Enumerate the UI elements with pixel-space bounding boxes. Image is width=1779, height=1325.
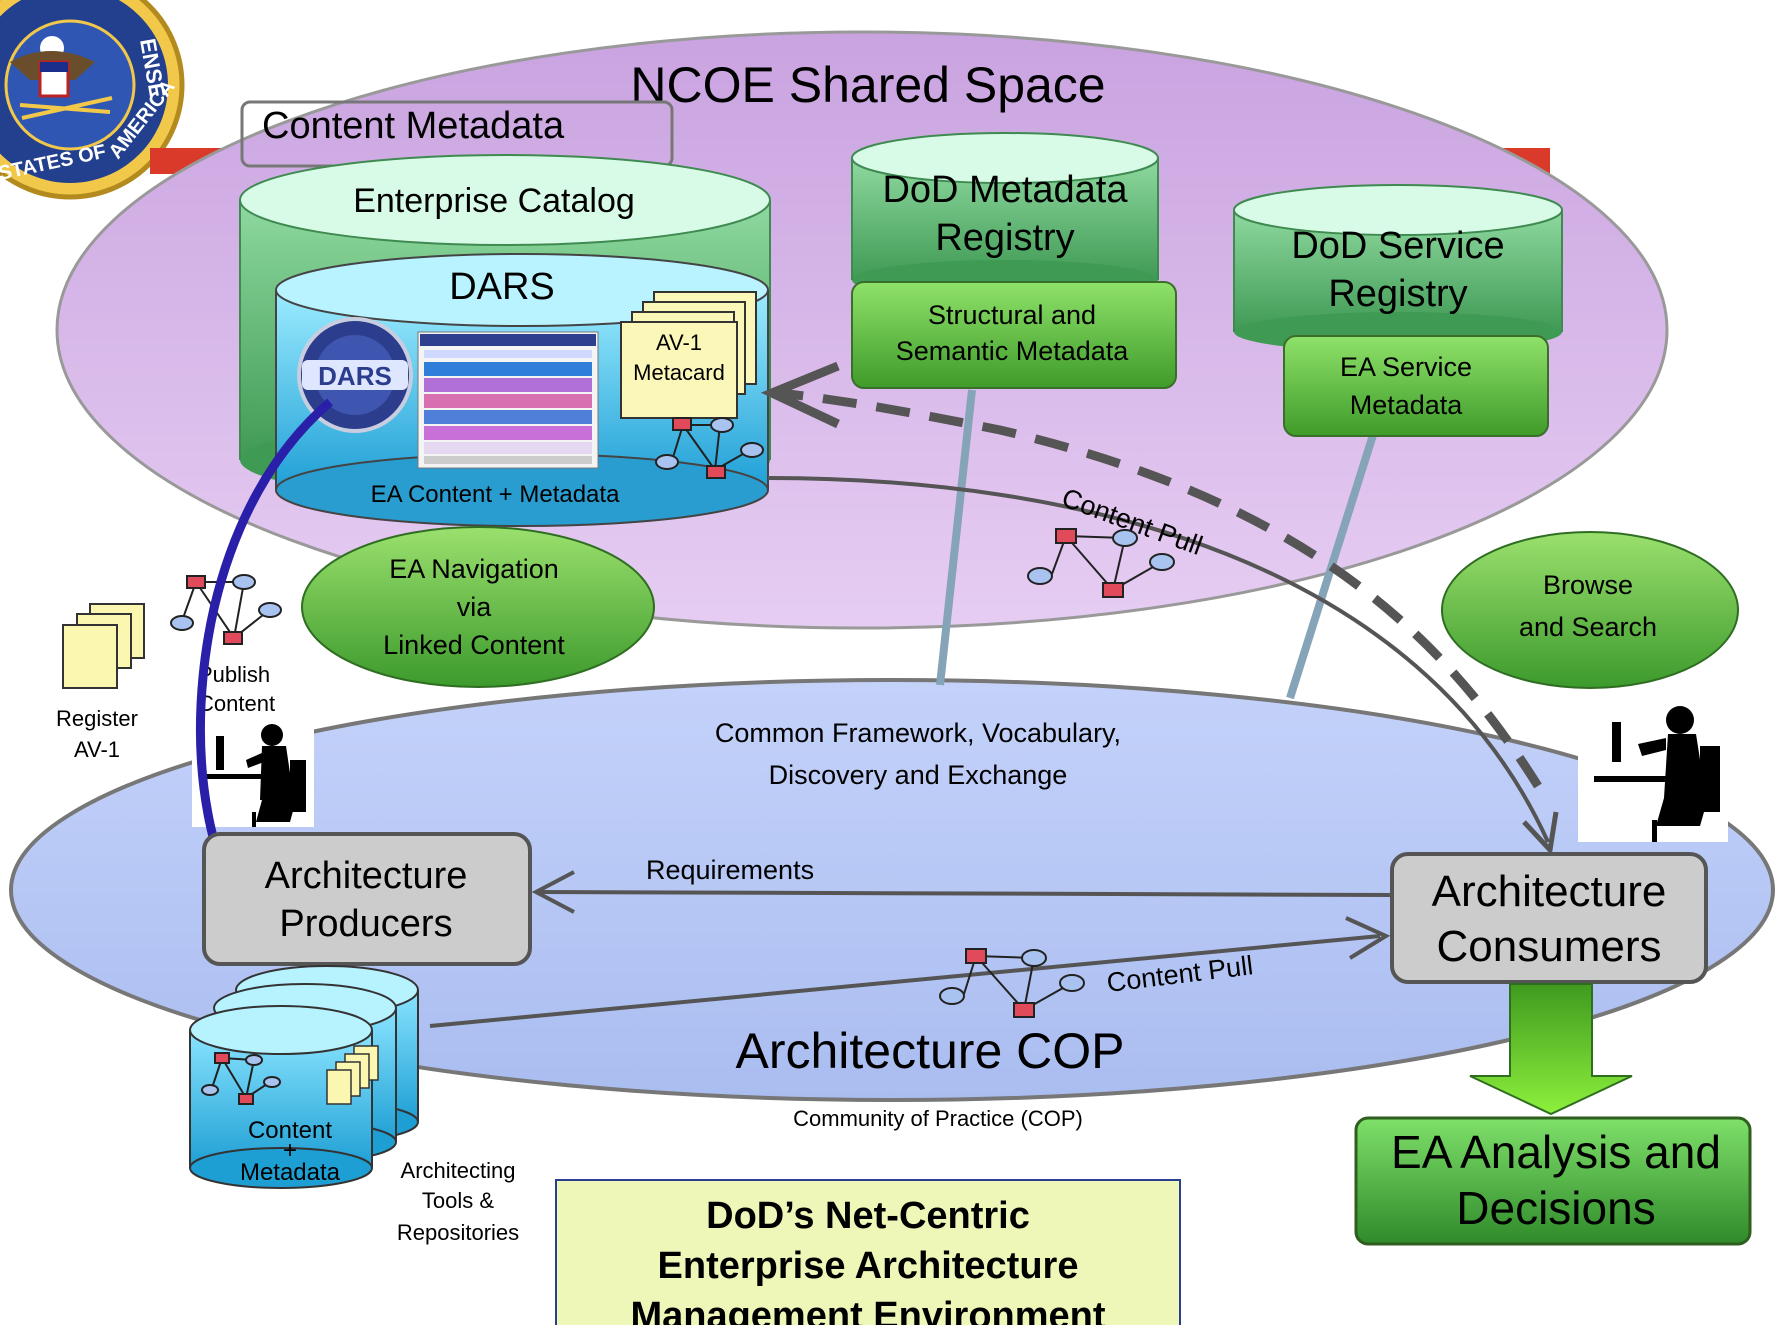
content-pull-arrow-top-head <box>1522 811 1559 856</box>
tools-repositories-cylinders <box>189 965 419 1189</box>
architecting-tools-line2: Tools & <box>422 1188 494 1213</box>
shared-space-title: NCOE Shared Space <box>630 57 1105 113</box>
architecting-tools-line1: Architecting <box>401 1158 516 1183</box>
metadata-registry-line2: Registry <box>935 217 1074 259</box>
structural-semantic-line1: Structural and <box>928 300 1096 330</box>
producer-person-icon <box>192 724 314 827</box>
browse-search-line1: Browse <box>1543 570 1633 600</box>
title-line3: Management Environment <box>630 1295 1105 1325</box>
title-line1: DoD’s Net-Centric <box>706 1195 1030 1237</box>
av1-metacard-line2: Metacard <box>633 360 725 385</box>
content-metadata-stack-line2: + <box>283 1137 297 1164</box>
architecture-producers-line2: Producers <box>279 903 452 945</box>
architecture-consumers-line2: Consumers <box>1437 922 1662 971</box>
linked-content-network-producer <box>170 574 282 645</box>
structural-semantic-box <box>851 281 1177 389</box>
ea-content-metadata-label: EA Content + Metadata <box>371 481 620 508</box>
architecture-producers-box <box>202 832 532 966</box>
dod-ea-screenshot-thumbnail <box>417 331 599 469</box>
service-registry-line1: DoD Service <box>1291 225 1504 267</box>
register-av1-line2: AV-1 <box>74 737 120 762</box>
architecture-consumers-line1: Architecture <box>1432 867 1667 916</box>
title-line2: Enterprise Architecture <box>658 1245 1079 1287</box>
register-av1-line1: Register <box>56 706 138 731</box>
community-of-practice-label: Community of Practice (COP) <box>793 1106 1083 1131</box>
metadata-registry-line1: DoD Metadata <box>882 169 1128 211</box>
dashed-browse-arrow-head <box>760 361 840 429</box>
av1-metacard-stack <box>620 291 757 419</box>
dashed-browse-arrow <box>779 388 1542 789</box>
common-framework-line2: Discovery and Exchange <box>769 760 1068 790</box>
content-metadata-stack-line3: Metadata <box>240 1159 341 1186</box>
enterprise-catalog-label: Enterprise Catalog <box>353 182 635 220</box>
service-registry-line2: Registry <box>1328 273 1467 315</box>
content-pull-arrow-top <box>767 476 1550 843</box>
browse-search-line2: and Search <box>1519 612 1657 642</box>
architecting-tools-line3: Repositories <box>397 1220 519 1245</box>
requirements-arrow <box>539 890 1393 897</box>
content-pull-arrow-bottom <box>429 934 1381 1028</box>
title-box <box>555 1179 1181 1325</box>
content-metadata-label: Content Metadata <box>262 105 565 147</box>
architecture-cop-label: Architecture COP <box>735 1023 1124 1079</box>
service-registry-cylinder <box>1233 184 1563 352</box>
connector-metadata-to-cop <box>936 389 976 686</box>
linked-content-network-bottom <box>939 948 1085 1018</box>
ea-navigation-line2: via <box>457 592 492 622</box>
content-metadata-stack-line1: Content <box>248 1117 332 1144</box>
tools-network-icon <box>201 1052 281 1105</box>
dars-logo-text: DARS <box>318 361 392 391</box>
ea-analysis-line1: EA Analysis and <box>1391 1126 1721 1178</box>
ea-navigation-line1: EA Navigation <box>389 554 559 584</box>
analysis-down-arrow <box>1469 983 1633 1116</box>
ea-service-metadata-line2: Metadata <box>1350 390 1464 420</box>
dars-label: DARS <box>449 266 555 308</box>
structural-semantic-line2: Semantic Metadata <box>896 336 1130 366</box>
consumer-person-icon <box>1578 706 1728 842</box>
common-framework-line1: Common Framework, Vocabulary, <box>715 718 1121 748</box>
tools-document-stack <box>326 1045 379 1105</box>
publish-content-line1: Publish <box>198 662 270 687</box>
linked-content-network-dars <box>655 417 764 479</box>
ea-service-metadata-box <box>1283 335 1549 437</box>
requirements-label: Requirements <box>646 855 814 885</box>
ea-service-metadata-line1: EA Service <box>1340 352 1472 382</box>
architecture-producers-line1: Architecture <box>265 855 468 897</box>
content-pull-arrow-bottom-head <box>1345 916 1391 960</box>
publish-content-line2: Content <box>198 691 275 716</box>
register-av1-document-stack <box>62 603 145 689</box>
ea-analysis-box <box>1354 1116 1752 1246</box>
ea-analysis-line2: Decisions <box>1456 1182 1655 1234</box>
ea-navigation-line3: Linked Content <box>383 630 565 660</box>
architecture-cop-oval <box>9 678 1775 1102</box>
architecture-consumers-box <box>1390 852 1708 984</box>
linked-content-network-pull <box>1027 528 1175 598</box>
requirements-arrow-head <box>531 870 575 914</box>
av1-metacard-line1: AV-1 <box>656 330 702 355</box>
browse-search-oval <box>1441 531 1739 689</box>
ea-navigation-oval <box>301 526 655 688</box>
